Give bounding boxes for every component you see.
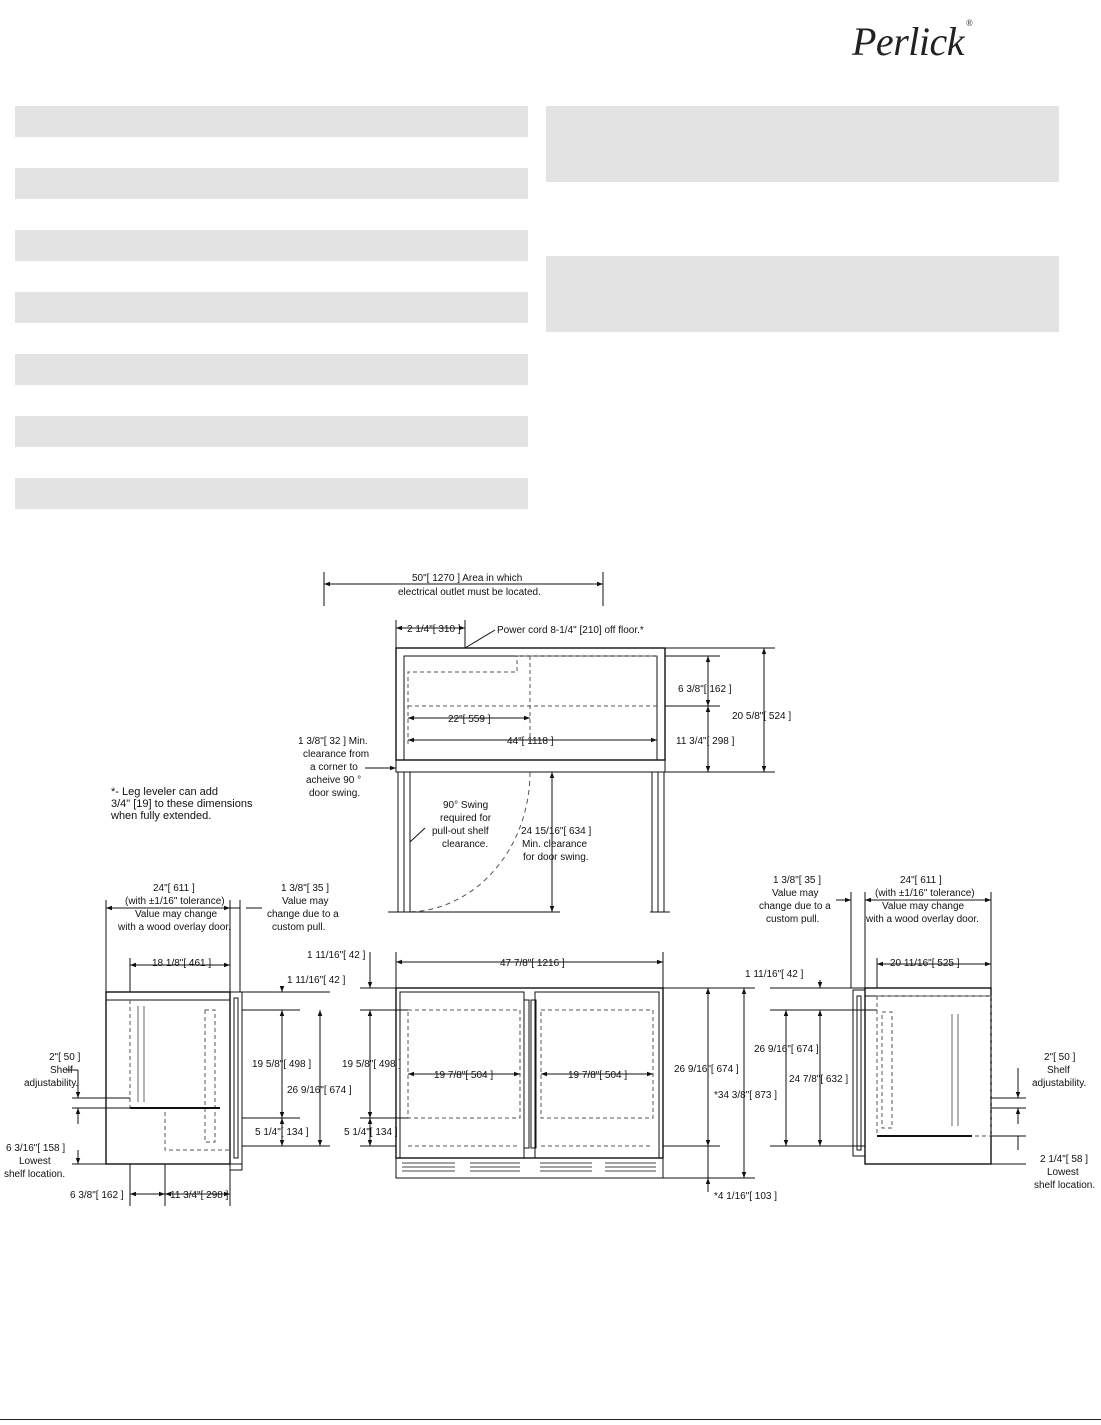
spec-row-2 xyxy=(15,168,528,199)
left-lowest-2: Lowest xyxy=(19,1156,51,1167)
registered-mark: ® xyxy=(966,18,973,28)
left-dim-5-1-4: 5 1/4"[ 134 ] xyxy=(255,1127,309,1138)
right-depth-2: (with ±1/16" tolerance) xyxy=(875,888,975,899)
top-view xyxy=(323,572,775,913)
left-top-gap: 1 11/16"[ 42 ] xyxy=(287,975,346,986)
swing-note-3: pull-out shelf xyxy=(432,826,489,837)
dim-6-3-8-label: 6 3/8"[ 162 ] xyxy=(678,684,732,695)
left-pull-2: Value may xyxy=(282,896,329,907)
left-depth-2: (with ±1/16" tolerance) xyxy=(125,896,225,907)
dim-44-label: 44"[ 1118 ] xyxy=(507,736,554,747)
right-depth-3: Value may change xyxy=(882,901,965,912)
spec-row-1 xyxy=(15,106,528,137)
spec-block-2 xyxy=(546,256,1059,332)
front-dim-5-1-4: 5 1/4"[ 134 ] xyxy=(344,1127,398,1138)
left-inner-depth: 18 1/8"[ 461 ] xyxy=(152,958,211,969)
outlet-width-label: 50"[ 1270 ] Area in which xyxy=(412,573,522,584)
perlick-logo: Perlick® xyxy=(852,18,973,65)
right-depth-4: with a wood overlay door. xyxy=(865,914,979,925)
power-cord-label: Power cord 8-1/4" [210] off floor.* xyxy=(497,625,644,636)
right-dim-26-9-16: 26 9/16"[ 674 ] xyxy=(754,1044,819,1055)
left-dim-19-5-8: 19 5/8"[ 498 ] xyxy=(252,1059,311,1070)
spec-row-7 xyxy=(15,478,528,509)
left-bottom-11-3-4: 11 3/4"[ 298 ] xyxy=(170,1190,229,1201)
right-lowest-3: shelf location. xyxy=(1034,1180,1095,1191)
left-depth-4: with a wood overlay door. xyxy=(117,922,231,933)
spec-row-6 xyxy=(15,416,528,447)
dim-11-3-4-label: 11 3/4"[ 298 ] xyxy=(676,736,735,747)
dim-22-label: 22"[ 559 ] xyxy=(448,714,491,725)
right-depth-1: 24"[ 611 ] xyxy=(900,875,942,886)
front-dim-19-7-8-left: 19 7/8"[ 504 ] xyxy=(434,1070,493,1081)
corner-clearance-2: clearance from xyxy=(303,749,369,760)
left-lowest-3: shelf location. xyxy=(4,1169,65,1180)
right-pull-4: custom pull. xyxy=(766,914,819,925)
spec-row-5 xyxy=(15,354,528,385)
right-pull-2: Value may xyxy=(772,888,819,899)
right-pull-1: 1 3/8"[ 35 ] xyxy=(773,875,821,886)
front-dim-4-1-16: *4 1/16"[ 103 ] xyxy=(714,1191,777,1202)
left-shelf-adj-2: Shelf xyxy=(50,1065,73,1076)
front-dim-34-3-8: *34 3/8"[ 873 ] xyxy=(714,1090,777,1101)
dim-20-5-8-label: 20 5/8"[ 524 ] xyxy=(732,711,791,722)
swing-note-2: required for xyxy=(440,813,492,824)
door-swing-1: 24 15/16"[ 634 ] xyxy=(521,826,591,837)
door-swing-2: Min. clearance xyxy=(522,839,587,850)
right-side-view xyxy=(770,892,1026,1165)
spec-row-4 xyxy=(15,292,528,323)
leg-note-2: 3/4" [19] to these dimensions xyxy=(111,798,253,810)
corner-clearance-1: 1 3/8"[ 32 ] Min. xyxy=(298,736,368,747)
left-pull-1: 1 3/8"[ 35 ] xyxy=(281,883,329,894)
spec-row-3 xyxy=(15,230,528,261)
right-lowest-1: 2 1/4"[ 58 ] xyxy=(1040,1154,1088,1165)
cord-offset-label: 2 1/4"[ 310 ] xyxy=(407,624,461,635)
right-inner-depth: 20 11/16"[ 525 ] xyxy=(890,958,960,969)
right-pull-3: change due to a xyxy=(759,901,831,912)
left-shelf-adj-3: adjustability. xyxy=(24,1078,78,1089)
logo-text: Perlick xyxy=(852,19,965,64)
leg-note-1: *- Leg leveler can add xyxy=(111,786,218,798)
footer-rule xyxy=(0,1419,1101,1420)
corner-clearance-3: a corner to xyxy=(310,762,358,773)
right-shelf-adj-3: adjustability. xyxy=(1032,1078,1086,1089)
left-shelf-adj-1: 2"[ 50 ] xyxy=(49,1052,81,1063)
door-swing-3: for door swing. xyxy=(523,852,589,863)
swing-note-4: clearance. xyxy=(442,839,488,850)
front-dim-26-9-16: 26 9/16"[ 674 ] xyxy=(674,1064,739,1075)
right-dim-24-7-8: 24 7/8"[ 632 ] xyxy=(789,1074,848,1085)
right-top-gap: 1 11/16"[ 42 ] xyxy=(745,969,804,980)
front-view xyxy=(360,952,755,1192)
right-shelf-adj-1: 2"[ 50 ] xyxy=(1044,1052,1076,1063)
left-depth-3: Value may change xyxy=(135,909,218,920)
left-lowest-1: 6 3/16"[ 158 ] xyxy=(6,1143,65,1154)
corner-clearance-4: acheive 90 ° xyxy=(306,775,361,786)
right-shelf-adj-2: Shelf xyxy=(1047,1065,1070,1076)
outlet-note-label: electrical outlet must be located. xyxy=(398,587,541,598)
leg-note-3: when fully extended. xyxy=(110,810,211,822)
front-top-gap: 1 11/16"[ 42 ] xyxy=(307,950,366,961)
left-side-view xyxy=(66,900,330,1206)
front-dim-19-5-8: 19 5/8"[ 498 ] xyxy=(342,1059,401,1070)
left-pull-3: change due to a xyxy=(267,909,339,920)
left-bottom-6-3-8: 6 3/8"[ 162 ] xyxy=(70,1190,124,1201)
front-width: 47 7/8"[ 1216 ] xyxy=(500,958,565,969)
swing-note-1: 90° Swing xyxy=(443,800,488,811)
spec-block-1 xyxy=(546,106,1059,182)
left-pull-4: custom pull. xyxy=(272,922,325,933)
right-lowest-2: Lowest xyxy=(1047,1167,1079,1178)
left-dim-26-9-16: 26 9/16"[ 674 ] xyxy=(287,1085,352,1096)
front-dim-19-7-8-right: 19 7/8"[ 504 ] xyxy=(568,1070,627,1081)
left-depth-1: 24"[ 611 ] xyxy=(153,883,195,894)
corner-clearance-5: door swing. xyxy=(309,788,360,799)
